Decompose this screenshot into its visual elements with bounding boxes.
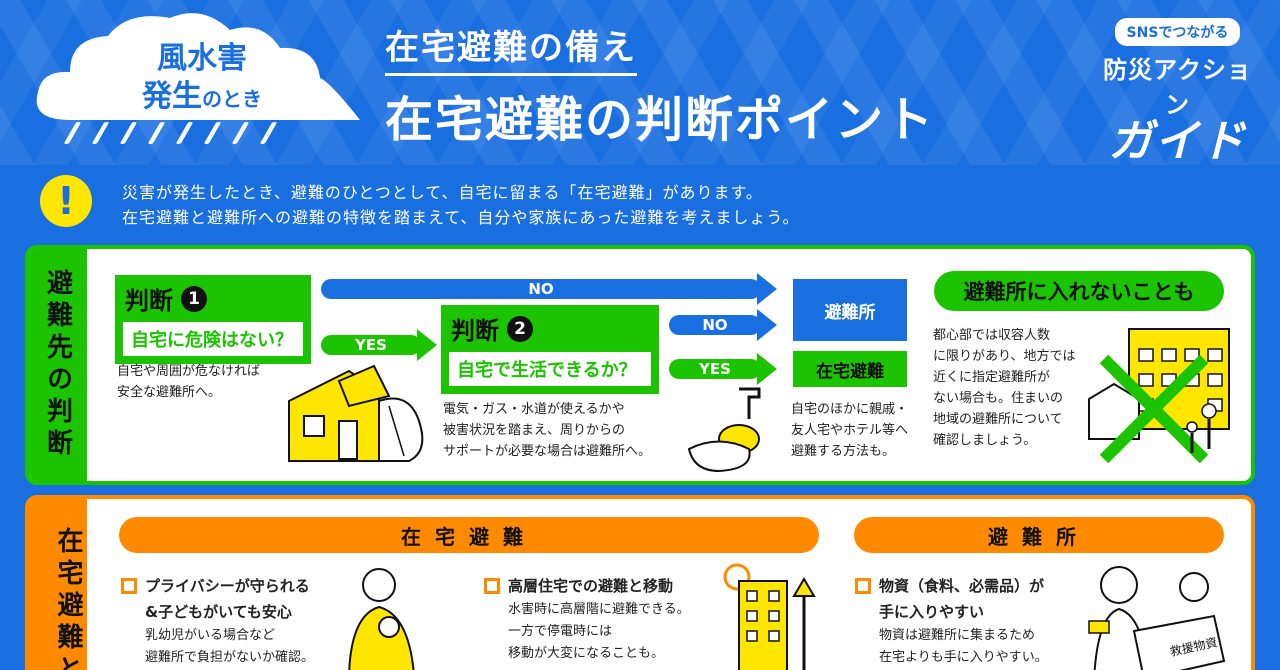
cloud-icon [36, 13, 361, 121]
cloud-line2b: のとき [202, 86, 262, 111]
judge1-no-arrow: NO [321, 273, 777, 305]
subtitle: 在宅避難の備え [385, 20, 637, 76]
logo-tag: SNSでつながる [1114, 18, 1241, 46]
notice-text: 災害が発生したとき、避難のひとつとして、自宅に留まる「在宅避難」があります。 在… [122, 180, 799, 230]
feature-desc: 在宅よりも手に入りやすい。 [879, 650, 1048, 665]
mother-child-icon [348, 568, 415, 670]
cloud-line2a: 発生 [142, 78, 202, 114]
judge1-note: 自宅や周囲が危なければ 安全な避難所へ。 [117, 361, 260, 403]
cloud-line1: 風水害 [157, 41, 247, 76]
feature-title: 高層住宅での避難と移動 [508, 577, 674, 595]
judge2-note: 電気・ガス・水道が使えるかや 被害状況を踏まえ、周りからの サポートが必要な場合… [443, 399, 651, 462]
judge1-note-line: 自宅や周囲が危なければ [117, 364, 261, 379]
logo-line3: ガイド [1108, 116, 1247, 167]
judge2-no-label: NO [702, 316, 728, 334]
notice-line2: 在宅避難と避難所への避難の特徴を踏まえて、自分や家族にあった避難を考えましょう。 [122, 208, 800, 227]
highrise-icon [723, 563, 816, 670]
shelter-building-icon [1088, 328, 1230, 464]
feature-desc: 避難所で負担がないか確認。 [145, 650, 315, 665]
feature-item-highrise: 高層住宅での避難と移動 水害時に高層階に避難できる。 一方で停電時には 移動が大… [484, 573, 690, 665]
features-side-label: 在宅避難と [29, 499, 87, 670]
cannot-enter-line: に限りがあり、地方では [933, 349, 1076, 364]
checkbox-icon [855, 578, 871, 594]
logo: SNSでつながる 防災アクション ガイド [1095, 18, 1260, 164]
cannot-enter-line: 地域の避難所について [933, 412, 1063, 427]
home-note-line: 自宅のほかに親戚・ [791, 402, 909, 417]
cloud-badge: 風水害 発生のとき [30, 10, 361, 125]
feature-title: 手に入りやすい [879, 603, 985, 621]
shelter-bar: 避難所 [854, 517, 1224, 553]
cannot-enter-line: 確認しましょう。 [933, 433, 1037, 448]
feature-title: 物資（食料、必需品）が [879, 577, 1045, 595]
judge2-note-line: 電気・ガス・水道が使えるかや [443, 402, 625, 417]
feature-desc: 水害時に高層階に避難できる。 [508, 602, 690, 617]
relief-supplies-icon: 救援物資 [1088, 566, 1226, 670]
judge2-question: 自宅で生活できるか？ [447, 350, 653, 388]
checkbox-icon [121, 578, 137, 594]
judge2-note-line: 被害状況を踏まえ、周りからの [443, 423, 626, 438]
judge2-number: 2 [507, 315, 533, 342]
feature-title: プライバシーが守られる [145, 577, 310, 595]
judge1-yes-label: YES [355, 336, 387, 354]
feature-desc: 乳幼児がいる場合など [145, 628, 276, 643]
cannot-enter-note: 都心部では収容人数 に限りがあり、地方では 近くに指定避難所が ない場合も。住ま… [933, 325, 1075, 451]
decision-side-label: 避難先の判断 [29, 249, 87, 481]
faucet-hands-icon [687, 387, 761, 473]
home-note: 自宅のほかに親戚・ 友人宅やホテル等へ 避難する方法も。 [791, 399, 908, 462]
home-bar: 在宅避難 [119, 517, 819, 553]
judge2-label: 判断 [451, 317, 499, 345]
notice-line1: 災害が発生したとき、避難のひとつとして、自宅に留まる「在宅避難」があります。 [122, 183, 763, 202]
judge1-question: 自宅に危険はない？ [121, 320, 305, 358]
judge2-yes-arrow: YES [669, 353, 777, 385]
judge1-yes-arrow: YES [321, 329, 437, 361]
judge1-box: 判断 1 自宅に危険はない？ [115, 275, 311, 364]
feature-desc: 物資は避難所に集まるため [879, 628, 1036, 643]
decision-panel: 避難先の判断 判断 1 自宅に危険はない？ NO YES 自宅や周囲が危なければ … [25, 245, 1255, 485]
cannot-enter-line: 都心部では収容人数 [933, 328, 1051, 343]
page-title: 在宅避難の判断ポイント [385, 92, 936, 148]
checkbox-icon [484, 578, 500, 594]
judge1-no-label: NO [528, 280, 554, 298]
home-note-line: 避難する方法も。 [791, 444, 896, 459]
home-note-line: 友人宅やホテル等へ [791, 423, 909, 438]
damaged-house-icon [288, 364, 424, 462]
feature-title: &子どもがいても安心 [145, 603, 292, 621]
exclamation-icon: ! [40, 175, 92, 227]
judge2-note-line: サポートが必要な場合は避難所へ。 [443, 444, 652, 459]
dest-shelter-box: 避難所 [793, 279, 907, 341]
judge2-yes-label: YES [699, 360, 731, 378]
cannot-enter-line: 近くに指定避難所が [933, 370, 1051, 385]
feature-desc: 移動が大変になることも。 [508, 646, 665, 661]
dest-home-box: 在宅避難 [793, 351, 907, 387]
cannot-enter-title: 避難所に入れないことも [934, 271, 1224, 311]
feature-desc: 一方で停電時には [508, 624, 613, 639]
judge2-box: 判断 2 自宅で生活できるか？ [441, 305, 659, 394]
judge1-label: 判断 [125, 287, 173, 315]
judge1-number: 1 [181, 285, 207, 312]
feature-item-supplies: 物資（食料、必需品）が手に入りやすい 物資は避難所に集まるため 在宅よりも手に入… [855, 573, 1048, 669]
judge2-no-arrow: NO [669, 309, 777, 341]
judge1-note-line: 安全な避難所へ。 [117, 385, 222, 400]
feature-item-privacy: プライバシーが守られる&子どもがいても安心 乳幼児がいる場合など 避難所で負担が… [121, 573, 314, 669]
cannot-enter-line: ない場合も。住まいの [933, 391, 1064, 406]
features-panel: 在宅避難と 在宅避難 避難所 プライバシーが守られる&子どもがいても安心 乳幼児… [25, 495, 1255, 670]
logo-line2: 防災アクション [1103, 56, 1252, 119]
